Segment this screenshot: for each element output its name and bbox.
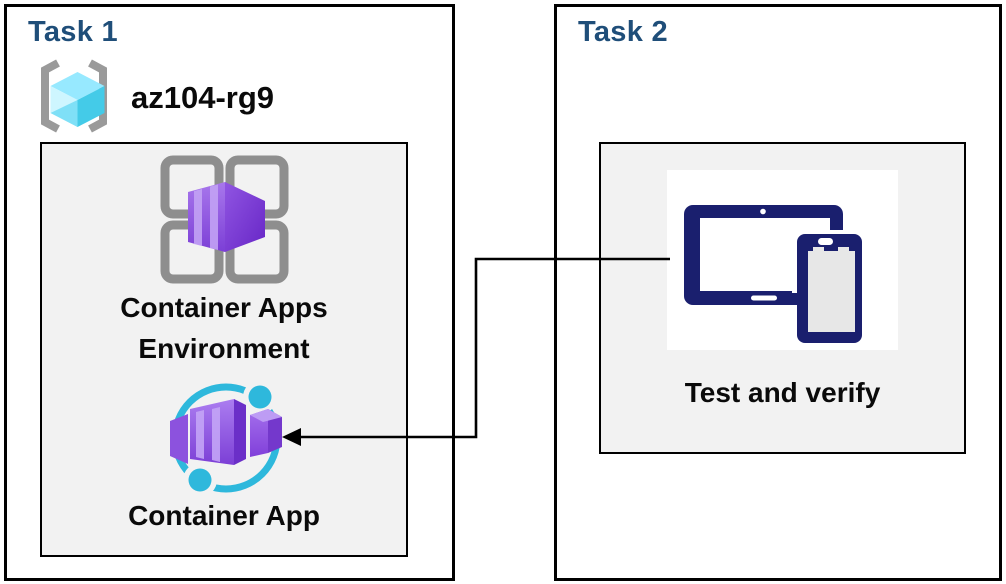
task1-inner-box: Container Apps Environment xyxy=(40,142,408,557)
task2-title: Task 2 xyxy=(578,16,668,48)
task1-box: Task 1 az104-rg9 xyxy=(4,4,455,581)
task2-inner-box: Test and verify xyxy=(599,142,966,454)
resource-group-name: az104-rg9 xyxy=(131,80,275,115)
devices-icon-panel xyxy=(667,170,898,350)
container-app-icon xyxy=(170,380,282,497)
task2-box: Task 2 Test and ver xyxy=(554,4,1002,581)
container-apps-environment-icon xyxy=(160,155,289,284)
container-app-label: Container App xyxy=(128,500,320,531)
resource-group-icon xyxy=(41,59,107,133)
devices-icon xyxy=(684,205,866,347)
test-and-verify-label: Test and verify xyxy=(684,377,881,408)
task1-title: Task 1 xyxy=(28,16,118,48)
container-apps-environment-label: Container Apps Environment xyxy=(120,292,328,364)
